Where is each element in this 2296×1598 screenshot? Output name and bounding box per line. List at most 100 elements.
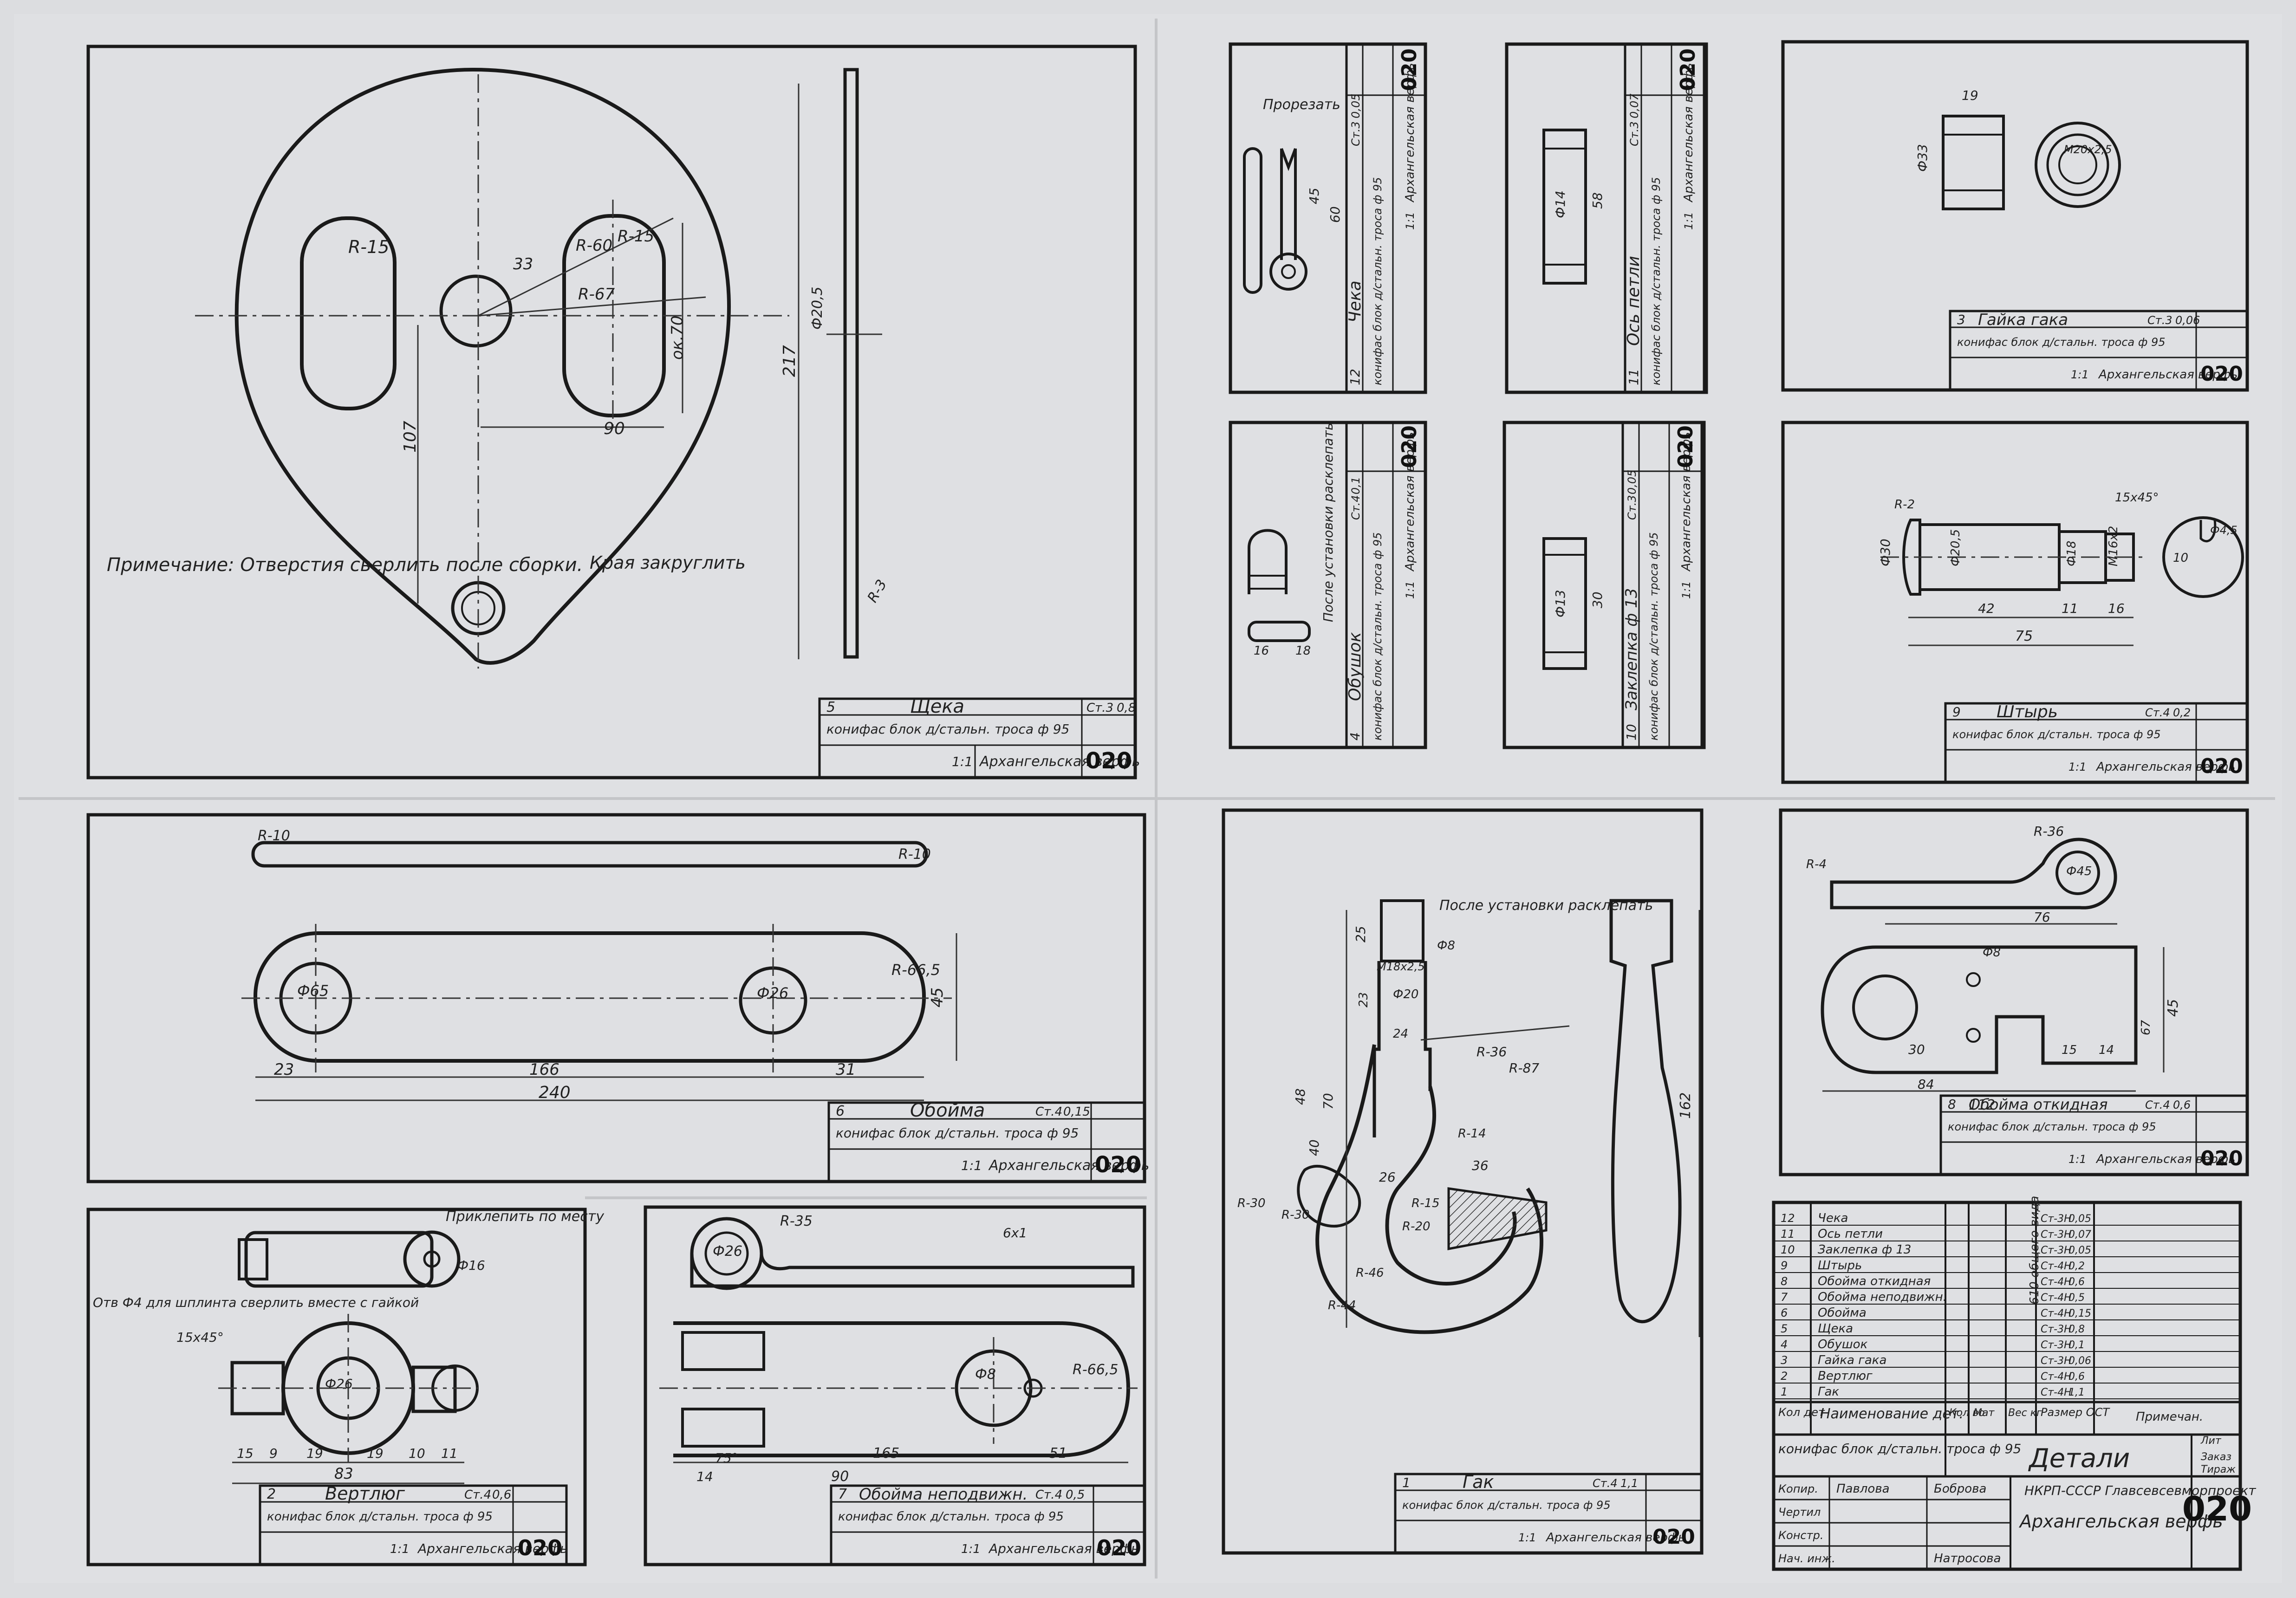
spec-cell-name: Ось петли <box>1818 1227 1883 1241</box>
stamp-factory: Архангельская верфь <box>1545 1531 1685 1545</box>
stamp-factory: Архангельская верфь <box>2098 368 2237 382</box>
stamp-material: Ст.4 <box>1593 1477 1618 1490</box>
vertlyug-dim: Ф26 <box>325 1376 353 1391</box>
stamp-mass: 0,2 <box>2173 706 2191 719</box>
spec-header: Вес кг <box>2008 1407 2042 1419</box>
oboyma-otkidn-dim: 45 <box>2165 999 2181 1017</box>
oboyma-dim: 240 <box>539 1083 571 1102</box>
stamp-mass: 0,8 <box>1117 701 1136 715</box>
shchek-dim: 107 <box>401 421 420 453</box>
stamp-gak: 1 Гак Ст.4 1,1 конифас блок д/стальн. тр… <box>1394 1472 1703 1554</box>
stamp-num: 9 <box>1952 704 1961 720</box>
stamp-title: Обойма неподвижн. <box>859 1485 1028 1504</box>
sheet-number: 020 <box>1674 425 1698 468</box>
stamp-title: Вертлюг <box>325 1483 405 1504</box>
stamp-os-petli: 11 Ось петли Ст.3 0,07 конифас блок д/ст… <box>1624 43 1705 394</box>
panel-obushok: 16 18 После установки расклепать 4 Обушо… <box>1229 421 1427 749</box>
oboyma-otkidn-dim: 112 <box>1969 1097 1995 1113</box>
stamp-num: 6 <box>836 1103 845 1119</box>
spec-cell-n: 1 <box>1781 1385 1788 1398</box>
oboyma-otkidn-dim: R-36 <box>2034 824 2064 839</box>
gak-dim: 23 <box>1357 992 1371 1007</box>
stamp-material: Ст.3 <box>2147 314 2172 327</box>
stamp-project: конифас блок д/стальн. троса ф 95 <box>836 1125 1079 1141</box>
spec-header: Наименование дет. <box>1820 1406 1964 1422</box>
spec-role: Чертил <box>1778 1506 1821 1519</box>
stamp-oboyma: 6 Обойма Ст.4 0,15 конифас блок д/стальн… <box>827 1100 1149 1183</box>
gak-dim: R-30 <box>1281 1208 1310 1222</box>
stamp-title: Штырь <box>1997 702 2058 721</box>
stamp-material: Ст.4 <box>1035 1105 1062 1119</box>
spec-cell-name: Чека <box>1818 1211 1848 1225</box>
gak-dim: М18x2,5 <box>1377 960 1425 973</box>
spec-cell-mat: Ст-3Н <box>2041 1229 2072 1241</box>
fold-lines <box>19 19 2275 1579</box>
oboyma-dim: Ф26 <box>757 984 788 1002</box>
stamp-material: Ст.4 <box>464 1488 491 1502</box>
stamp-num: 11 <box>1626 369 1641 385</box>
stamp-material: Ст.4 <box>1035 1488 1062 1502</box>
spec-cell-n: 3 <box>1781 1354 1788 1367</box>
stamp-title: Гак <box>1463 1472 1494 1492</box>
gak-dim: R-15 <box>1411 1196 1440 1210</box>
gak-dim: 162 <box>1678 1092 1694 1119</box>
stamp-mass: 0,5 <box>1066 1488 1085 1502</box>
sheet-number: 020 <box>1398 425 1421 468</box>
shchek-dim: 90 <box>604 419 625 438</box>
shtyr-dim: 75 <box>2015 628 2033 644</box>
spec-cell-n: 9 <box>1781 1259 1788 1272</box>
oboyma-dim: R-66,5 <box>891 961 940 979</box>
panel-vertlyug: 15x45° 15 9 19 19 10 11 83 Ф26 Ф16 Отв Ф… <box>86 1208 605 1566</box>
shtyr-dim: Ф18 <box>2065 541 2079 566</box>
spec-cell-mat: Ст-3Н <box>2041 1213 2072 1225</box>
spec-right-label: Лит <box>2200 1435 2222 1447</box>
stamp-project: конифас блок д/стальн. троса ф 95 <box>1647 532 1660 741</box>
spec-cell-mass: 0,2 <box>2068 1260 2085 1272</box>
stamp-material: Ст.3 <box>1086 701 1113 715</box>
oboyma-nepodv-dim: 75° <box>715 1450 738 1466</box>
stamp-project: конифас блок д/стальн. троса ф 95 <box>1650 177 1663 385</box>
sheet-number-main: 020 <box>2182 1489 2252 1528</box>
stamp-num: 2 <box>267 1486 276 1502</box>
obushok-dim: 18 <box>1295 644 1311 658</box>
spec-cell-n: 6 <box>1781 1306 1788 1319</box>
stamp-mass: 0,15 <box>1063 1105 1090 1119</box>
shtyr-dim: 15x45° <box>2115 491 2159 505</box>
stamp-mass: 0,06 <box>2175 314 2200 327</box>
spec-cell-mass: 1,1 <box>2068 1387 2085 1398</box>
stamp-scale: 1:1 <box>1404 212 1417 230</box>
gak-dim: R-20 <box>1402 1220 1431 1234</box>
stamp-num: 4 <box>1347 732 1363 741</box>
oboyma-nepodv-dim: 165 <box>873 1445 899 1462</box>
sheet-number: 020 <box>518 1535 562 1560</box>
gak-dim: 70 <box>1320 1093 1336 1110</box>
panel-oboyma: R-10 R-10 Ф65 Ф26 R-66,5 45 23 166 31 24… <box>86 813 1149 1183</box>
spec-cell-n: 11 <box>1781 1228 1795 1241</box>
oboyma-nepodv-dim: 90 <box>831 1468 849 1485</box>
shchek-center-hole <box>439 274 513 348</box>
gak-dim: R-30 <box>1237 1196 1266 1210</box>
oboyma-otkidn-dim: 30 <box>1908 1042 1925 1057</box>
vertlyug-dim: Ф16 <box>457 1258 485 1273</box>
oboyma-dim: 23 <box>274 1060 294 1079</box>
oboyma-otkidn-plate <box>1821 945 2138 1074</box>
stamp-material: Ст.4 <box>2145 706 2170 719</box>
stamp-factory: Архангельская верфь <box>2095 760 2235 774</box>
spec-right-label: Тираж <box>2201 1464 2236 1475</box>
stamp-project: конифас блок д/стальн. троса ф 95 <box>826 721 1069 737</box>
shchek-side-view <box>843 68 859 659</box>
spec-cell-mass: 0,06 <box>2068 1355 2091 1367</box>
spec-signature: Павлова <box>1836 1482 1890 1496</box>
gak-dim: 40 <box>1307 1139 1322 1156</box>
stamp-mass: 0,05 <box>1626 470 1639 494</box>
shchek-dim: R-67 <box>578 285 615 304</box>
spec-cell-n: 10 <box>1781 1243 1795 1256</box>
stamp-mass: 0,6 <box>492 1488 511 1502</box>
obushok-note: После установки расклепать <box>1320 422 1336 622</box>
vertlyug-note: Отв Ф4 для шплинта сверлить вместе с гай… <box>93 1295 419 1310</box>
shtyr-dim: Ф4,5 <box>2210 524 2237 537</box>
shchek-dim: 33 <box>513 255 533 273</box>
shchek-note: Примечание: Отверстия сверлить после сбо… <box>107 554 583 576</box>
